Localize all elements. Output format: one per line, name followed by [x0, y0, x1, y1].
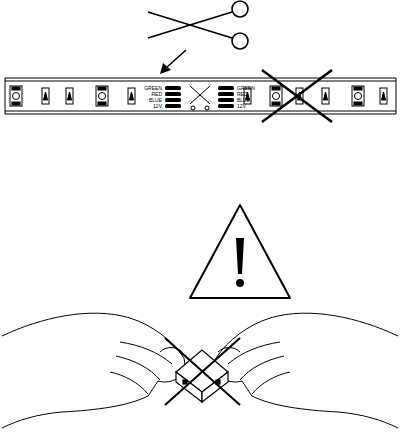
led-chip [270, 86, 282, 106]
pad-label: 12V [237, 104, 246, 109]
resistor [128, 88, 135, 104]
hands [2, 313, 398, 428]
cut-arrow [160, 50, 186, 74]
pad-label: BLUE [149, 98, 162, 103]
cut-mark [190, 86, 210, 110]
resistor [380, 88, 387, 104]
led-strip [5, 78, 396, 114]
resistor [322, 88, 329, 104]
pad-label: RED [237, 92, 248, 97]
bent-strip [176, 350, 228, 402]
solder-pads [165, 86, 234, 108]
resistor [66, 88, 73, 104]
cross-out [262, 70, 332, 122]
warning-sign [190, 205, 290, 298]
cross-out [165, 338, 240, 405]
led-chip [96, 86, 108, 106]
pad-label: GREEN [237, 86, 255, 91]
resistor [42, 88, 49, 104]
scissors [148, 1, 248, 49]
pad-label: 12V [153, 104, 162, 109]
pad-label: GREEN [144, 86, 162, 91]
led-chip [352, 86, 364, 106]
pad-label: BLUE [237, 98, 250, 103]
pad-label: RED [151, 92, 162, 97]
led-chip [10, 86, 22, 106]
